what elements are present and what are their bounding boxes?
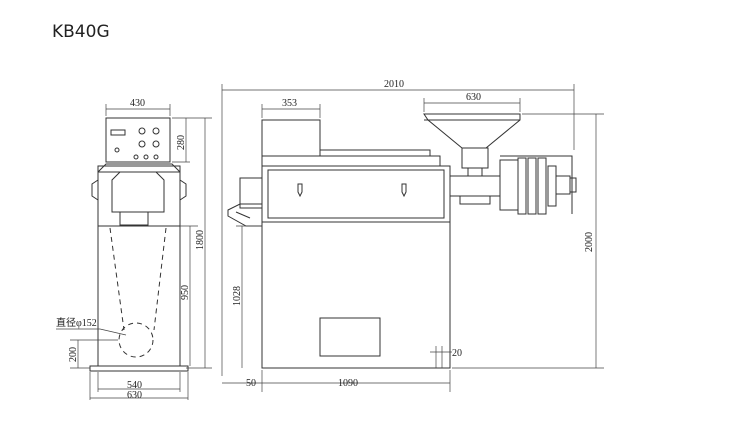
front-drive-shaft	[449, 175, 501, 197]
drawing-title: KB40G	[52, 22, 110, 42]
front-outlet-body	[239, 177, 263, 209]
dim-front-clearance: 20	[452, 348, 462, 359]
front-motor-end	[555, 175, 571, 195]
panel-lamp-2	[143, 154, 149, 160]
dim-side-total-height: 1800	[195, 230, 206, 250]
front-cabinet	[261, 221, 451, 369]
panel-knob-1	[138, 127, 146, 135]
dim-side-lower-height: 950	[180, 285, 191, 300]
front-pulley-1	[517, 157, 527, 215]
front-latch-left	[297, 183, 303, 198]
front-pulley-4	[547, 165, 557, 207]
side-base-plate	[89, 365, 189, 372]
dim-front-body-height: 1028	[232, 286, 243, 306]
dim-side-width-top: 430	[130, 98, 145, 109]
front-hopper	[423, 113, 521, 149]
front-hopper-throat	[461, 147, 489, 169]
front-motor-cap	[569, 177, 577, 193]
front-housing-panel	[267, 169, 445, 219]
front-barrel	[261, 155, 441, 167]
side-handle-right	[179, 179, 187, 201]
front-drive-base	[459, 195, 491, 205]
dim-diameter: 直径φ152	[56, 316, 97, 329]
panel-knob-2	[152, 127, 160, 135]
front-motor-housing	[499, 159, 519, 211]
front-hopper-feed	[467, 167, 483, 177]
side-cone-left	[109, 227, 125, 331]
dim-front-hopper-width: 630	[466, 92, 481, 103]
dim-side-bottom-height: 200	[68, 347, 79, 362]
dim-side-base-inner: 540	[127, 380, 142, 391]
front-pulley-3	[537, 157, 547, 215]
panel-knob-3	[138, 140, 146, 148]
side-control-panel	[105, 117, 171, 163]
front-top-cover	[261, 119, 321, 157]
panel-lamp-1	[133, 154, 139, 160]
side-cone-right	[153, 227, 167, 331]
panel-lamp-4	[114, 147, 120, 153]
side-outlet	[119, 211, 149, 226]
panel-knob-4	[152, 140, 160, 148]
dim-front-left-width: 353	[282, 98, 297, 109]
dim-front-base-width: 1090	[338, 378, 358, 389]
side-view: 430 280 1800 950 直径φ152 200 540 630	[56, 98, 212, 401]
front-view: 2010 353 630 2000 1028 20 50 1090	[221, 79, 604, 392]
front-pulley-2	[527, 157, 537, 215]
panel-display	[110, 129, 126, 136]
front-main-housing	[261, 165, 451, 223]
front-latch-right	[401, 183, 407, 198]
side-handle-left	[91, 179, 99, 201]
side-hopper-window	[111, 171, 165, 213]
side-nozzle-circle	[118, 322, 154, 358]
dim-side-panel-height: 280	[176, 135, 187, 150]
dim-front-total-height: 2000	[584, 232, 595, 252]
front-access-door	[319, 317, 381, 357]
front-barrel-top	[319, 149, 431, 157]
side-lower-cabinet	[97, 225, 181, 367]
dim-front-leg-offset: 50	[246, 378, 256, 389]
dim-front-total-width: 2010	[384, 79, 404, 90]
front-guard-frame	[500, 155, 573, 214]
panel-lamp-3	[153, 154, 159, 160]
dim-side-base-outer: 630	[127, 390, 142, 401]
